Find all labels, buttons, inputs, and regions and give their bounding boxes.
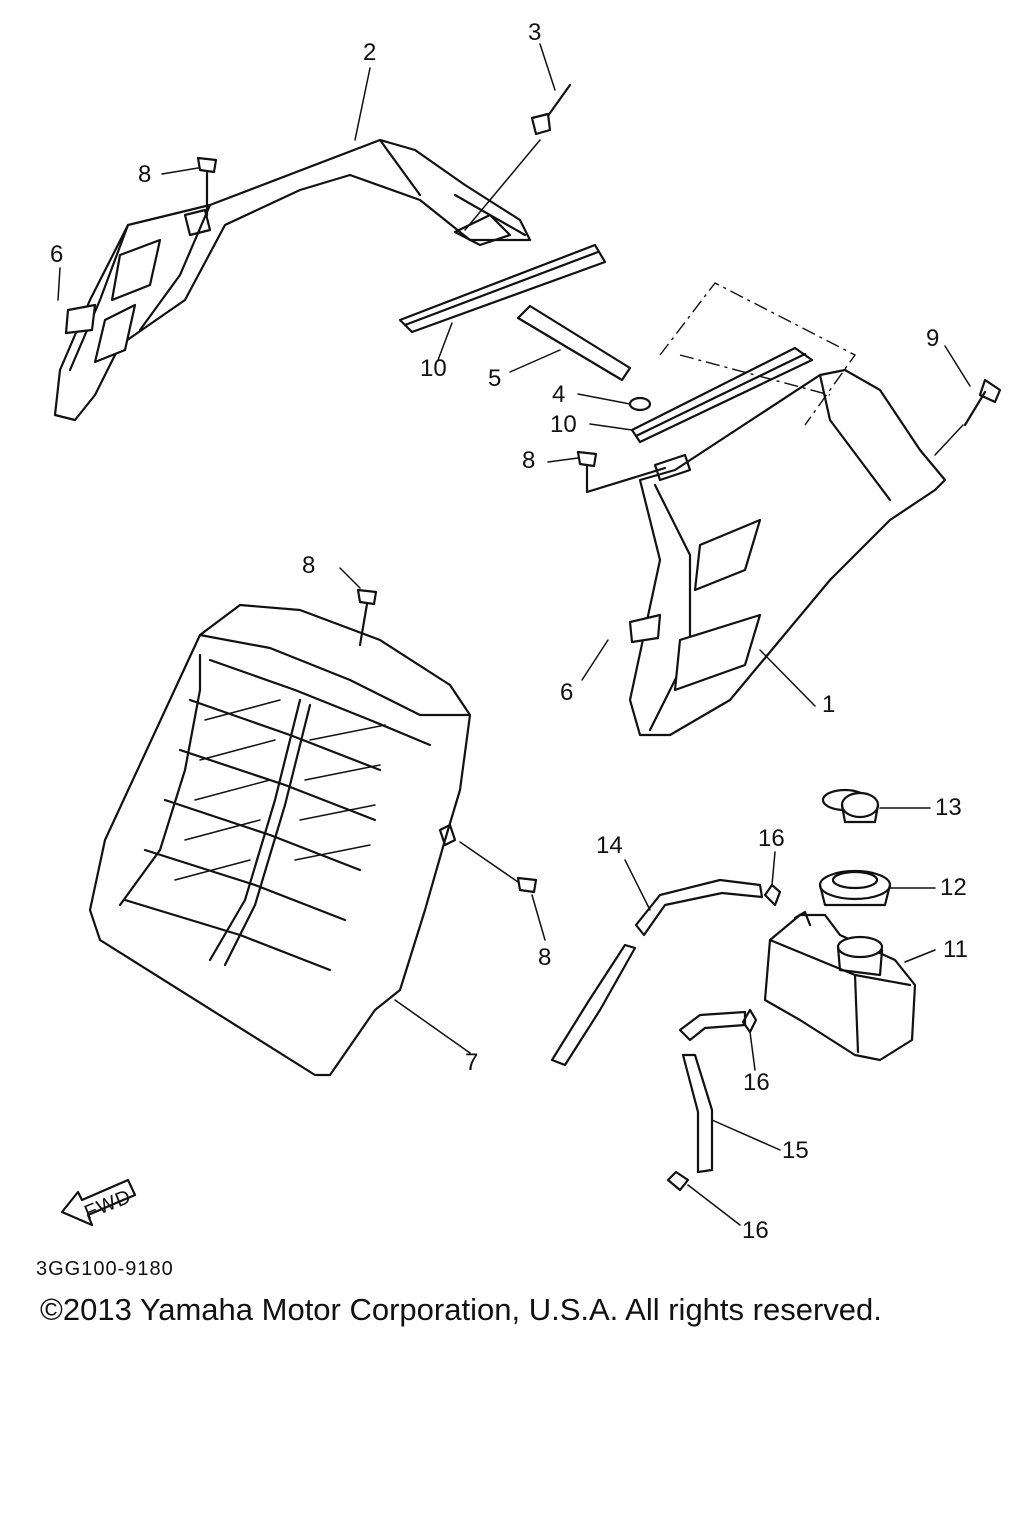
callout-15: 15 — [782, 1137, 809, 1164]
callout-8: 8 — [138, 161, 151, 188]
part-11-coolant-tank — [763, 910, 917, 1062]
copyright-notice: ©2013 Yamaha Motor Corporation, U.S.A. A… — [40, 1292, 882, 1327]
callout-1: 1 — [822, 691, 835, 718]
part-2-upper-cowl — [53, 138, 532, 422]
part-8-screws — [196, 156, 667, 894]
part-16-clamps — [666, 883, 782, 1192]
callout-8: 8 — [522, 447, 535, 474]
part-10-seal-strip-lower — [630, 346, 814, 444]
fwd-arrow: FWD — [60, 1178, 137, 1227]
callout-labels: 2 3 8 6 10 5 4 10 8 9 8 6 1 13 12 11 14 … — [50, 19, 968, 1244]
callout-4: 4 — [552, 381, 565, 408]
callout-6: 6 — [50, 241, 63, 268]
callout-8: 8 — [302, 552, 315, 579]
callout-16: 16 — [742, 1217, 769, 1244]
part-9-bolt — [934, 378, 1002, 456]
callout-10: 10 — [420, 355, 447, 382]
part-13-cap — [821, 788, 880, 824]
part-3-rivet — [464, 83, 572, 231]
diagram-code: 3GG100-9180 — [36, 1258, 174, 1280]
callout-14: 14 — [596, 832, 623, 859]
part-10-seal-strip-upper — [398, 243, 607, 334]
callout-8: 8 — [538, 944, 551, 971]
callout-12: 12 — [940, 874, 967, 901]
callout-6: 6 — [560, 679, 573, 706]
callout-13: 13 — [935, 794, 962, 821]
callout-11: 11 — [943, 936, 968, 963]
callout-16: 16 — [758, 825, 785, 852]
part-15-hose — [678, 1010, 747, 1174]
callout-3: 3 — [528, 19, 541, 46]
part-12-filler-neck — [818, 869, 892, 907]
callout-5: 5 — [488, 365, 501, 392]
callout-7: 7 — [465, 1049, 478, 1076]
part-5-foam-block — [516, 304, 632, 382]
leader-lines — [57, 43, 971, 1226]
callout-2: 2 — [363, 39, 376, 66]
callout-16: 16 — [743, 1069, 770, 1096]
part-14-hose — [550, 878, 764, 1067]
callout-10: 10 — [550, 411, 577, 438]
callout-9: 9 — [926, 325, 939, 352]
part-4-grommet — [628, 396, 652, 412]
part-1-front-cowl — [628, 282, 947, 737]
part-7-radiator-grille — [88, 603, 472, 1077]
